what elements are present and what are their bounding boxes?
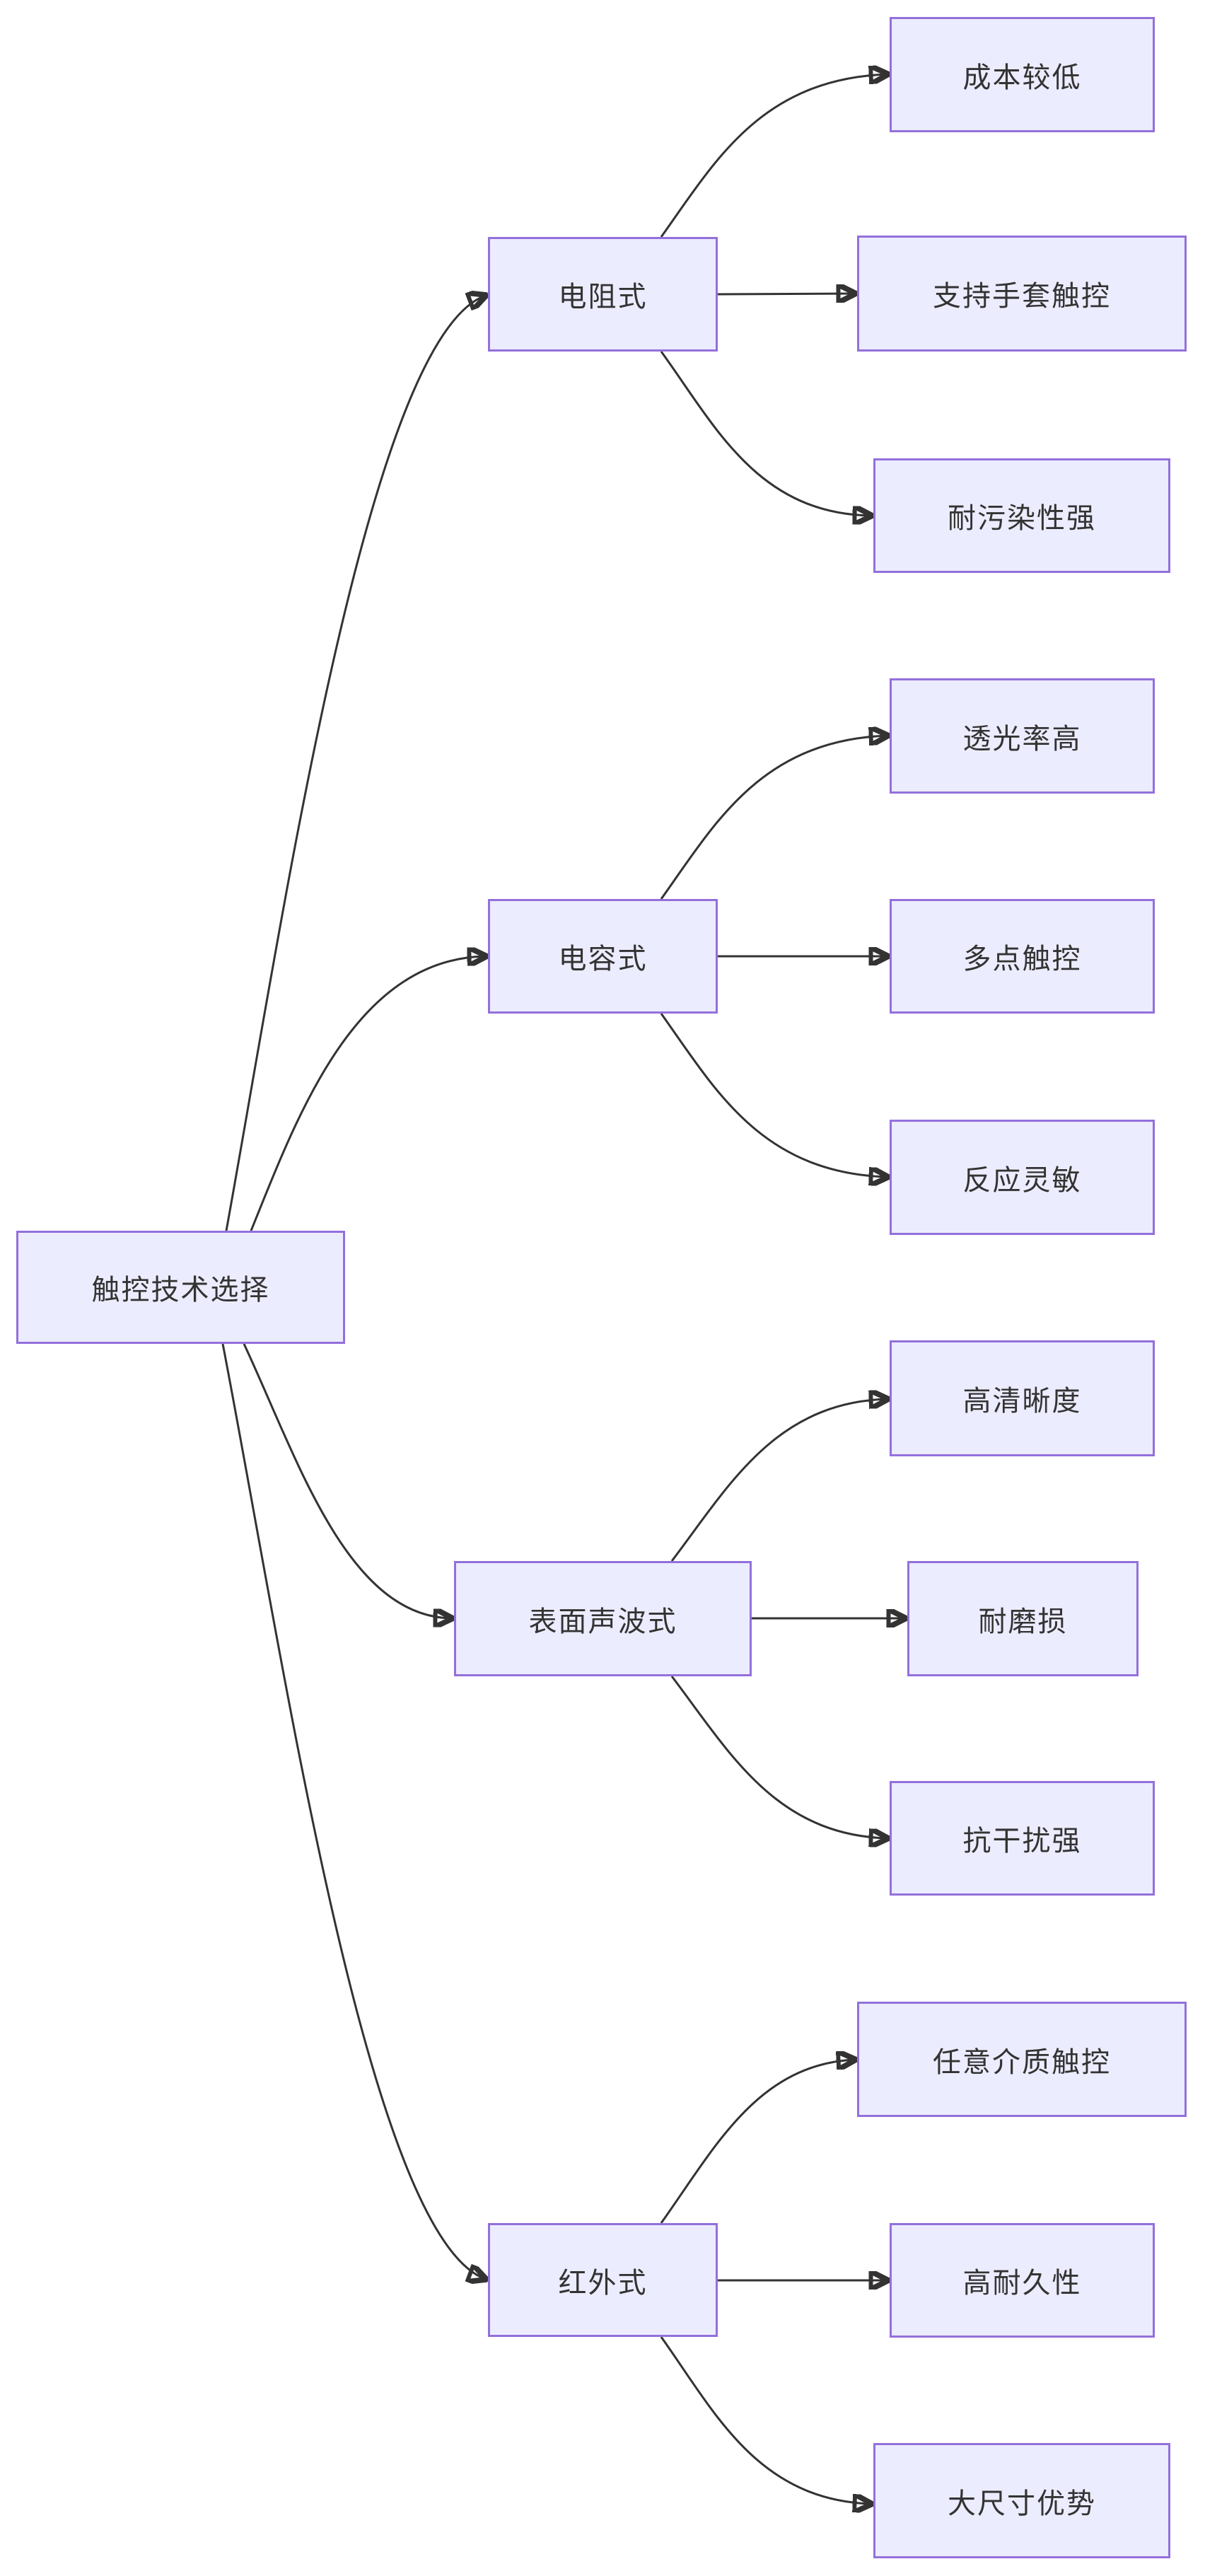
leaf-low-cost: 成本较低	[890, 17, 1155, 132]
leaf-anti-interference: 抗干扰强	[890, 1781, 1155, 1896]
leaf-multi-touch: 多点触控	[890, 899, 1155, 1014]
edge-resistive-to-stain-resistant	[660, 351, 871, 516]
leaf-glove-touch: 支持手套触控	[857, 236, 1187, 352]
leaf-responsive: 反应灵敏	[890, 1120, 1155, 1235]
edge-resistive-to-low-cost	[660, 74, 887, 238]
edge-capacitive-to-transmittance	[660, 736, 887, 900]
edge-infrared-to-large-size	[660, 2336, 871, 2504]
leaf-large-size-advantage: 大尺寸优势	[873, 2443, 1170, 2558]
branch-infrared: 红外式	[488, 2223, 718, 2337]
leaf-high-durability: 高耐久性	[890, 2223, 1155, 2338]
leaf-high-transmittance: 透光率高	[890, 678, 1155, 794]
edge-root-to-capacitive	[250, 956, 485, 1231]
branch-saw: 表面声波式	[454, 1561, 752, 1676]
branch-capacitive: 电容式	[488, 899, 718, 1014]
edge-saw-to-clarity	[670, 1399, 887, 1562]
leaf-high-clarity: 高清晰度	[890, 1340, 1155, 1456]
branch-resistive: 电阻式	[488, 237, 718, 352]
leaf-any-medium-touch: 任意介质触控	[857, 2002, 1187, 2117]
edge-root-to-resistive	[225, 296, 485, 1231]
edge-infrared-to-any-medium	[660, 2060, 854, 2224]
leaf-stain-resistant: 耐污染性强	[873, 458, 1170, 573]
edge-saw-to-anti-interference	[670, 1676, 887, 1838]
leaf-wear-resistant: 耐磨损	[907, 1561, 1139, 1676]
edge-root-to-saw	[243, 1343, 451, 1618]
edge-capacitive-to-responsive	[660, 1013, 887, 1177]
node-root: 触控技术选择	[16, 1231, 345, 1344]
edge-root-to-infrared	[221, 1343, 485, 2279]
